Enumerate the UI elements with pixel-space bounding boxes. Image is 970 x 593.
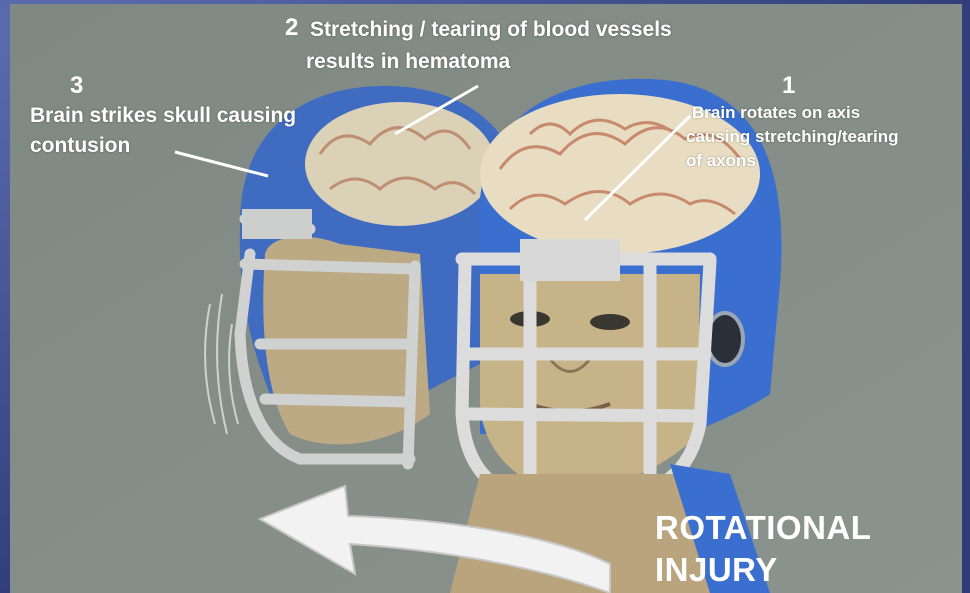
front-face [480,274,700,490]
helmet-bumper [520,239,620,281]
callout-3-number: 3 [70,72,83,100]
callout-1-line3: of axons [686,151,756,171]
callout-2-line1: Stretching / tearing of blood vessels [310,18,672,42]
callout-3-line1: Brain strikes skull causing [30,104,296,128]
callout-3-line2: contusion [30,134,130,158]
caption-line2: INJURY [655,552,778,589]
rotational-injury-illustration [10,4,962,593]
callout-2-number: 2 [285,14,298,42]
rear-brain [305,102,495,226]
caption-line1: ROTATIONAL [655,510,871,547]
illustration-panel: 2 Stretching / tearing of blood vessels … [10,4,962,593]
callout-1-number: 1 [782,72,795,100]
callout-2-line2: results in hematoma [306,50,510,74]
callout-1-line1: Brain rotates on axis [692,103,860,123]
callout-1-line2: causing stretching/tearing [686,127,899,147]
